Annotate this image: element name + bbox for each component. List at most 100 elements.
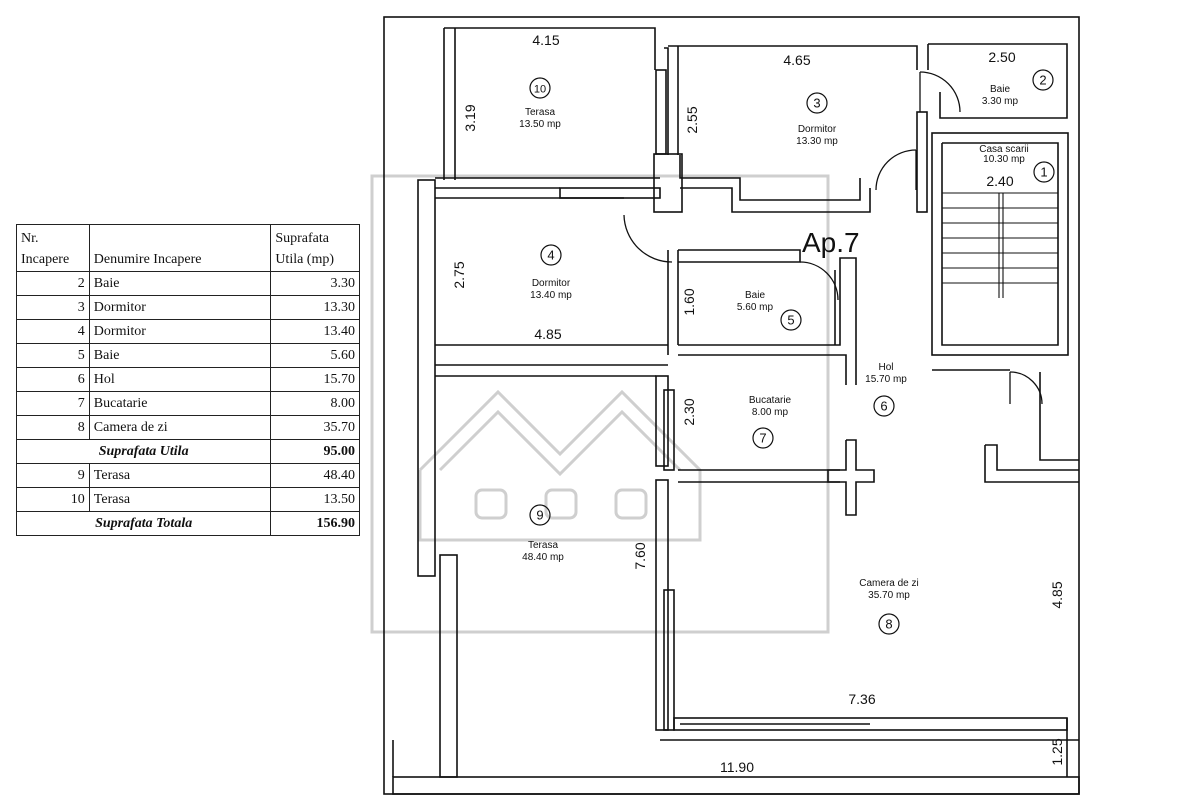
room-area: 35.70 mp xyxy=(868,590,910,601)
cell-area: 13.40 xyxy=(270,319,360,344)
header-area-line2: Utila (mp) xyxy=(275,252,335,267)
useful-total-value: 95.00 xyxy=(270,439,360,464)
room-number: 5 xyxy=(787,313,794,328)
room-number: 4 xyxy=(547,248,554,263)
room-number-circle xyxy=(873,395,895,417)
room-area: 13.40 mp xyxy=(530,290,572,301)
header-nr: Nr. Incapere xyxy=(16,224,90,272)
grand-total-value: 156.90 xyxy=(270,511,360,536)
cell-nr: 7 xyxy=(16,391,90,416)
cell-name: Dormitor xyxy=(88,295,272,320)
room-number-circle xyxy=(529,504,551,526)
cell-area: 8.00 xyxy=(270,391,360,416)
watermark-logo xyxy=(370,174,830,634)
area-table: Nr. Incapere Denumire Incapere Suprafata… xyxy=(15,224,360,536)
cell-area: 3.30 xyxy=(270,271,360,296)
room-name: Terasa xyxy=(525,107,555,118)
dimension-label: 4.85 xyxy=(1049,581,1065,608)
room-number-circle xyxy=(780,309,802,331)
walls xyxy=(383,16,1080,795)
dimension-label: 4.15 xyxy=(532,32,559,48)
room-number-circle xyxy=(540,244,562,266)
cell-name: Terasa xyxy=(88,463,272,488)
room-name: Hol xyxy=(878,362,893,373)
room-number-circle xyxy=(806,92,828,114)
room-number: 10 xyxy=(534,84,546,96)
dimension-label: 1.25 xyxy=(1049,738,1065,765)
room-name: Bucatarie xyxy=(749,395,792,406)
cell-area: 13.50 xyxy=(270,487,360,512)
cell-area: 15.70 xyxy=(270,367,360,392)
room-number: 9 xyxy=(536,508,543,523)
room-area: 15.70 mp xyxy=(865,374,907,385)
dimension-label: 2.55 xyxy=(684,106,700,133)
dimension-label: 3.19 xyxy=(462,104,478,131)
room-name: Dormitor xyxy=(532,278,571,289)
room-number: 3 xyxy=(813,96,820,111)
room-area: 13.30 mp xyxy=(796,136,838,147)
dimension-label: 7.60 xyxy=(632,542,648,569)
grand-total-row: Suprafata Totala 156.90 xyxy=(15,511,360,536)
header-area: Suprafata Utila (mp) xyxy=(270,224,360,272)
header-nr-line1: Nr. xyxy=(21,231,39,246)
cell-name: Terasa xyxy=(88,487,272,512)
cell-nr: 9 xyxy=(16,463,90,488)
room-area: 8.00 mp xyxy=(752,407,789,418)
room-name: Casa scarii xyxy=(979,144,1028,155)
room-number-circle xyxy=(878,613,900,635)
room-number-circle xyxy=(1033,161,1055,183)
header-name: Denumire Incapere xyxy=(88,224,272,272)
room-area: 48.40 mp xyxy=(522,552,564,563)
cell-name: Bucatarie xyxy=(88,391,272,416)
apartment-label: Ap.7 xyxy=(802,227,860,258)
useful-total-row: Suprafata Utila 95.00 xyxy=(15,439,360,464)
dimension-label: 2.50 xyxy=(988,49,1015,65)
table-header-row: Nr. Incapere Denumire Incapere Suprafata… xyxy=(16,224,360,272)
room-number: 8 xyxy=(885,617,892,632)
room-number-circle xyxy=(1032,69,1054,91)
room-number: 2 xyxy=(1039,73,1046,88)
header-area-line1: Suprafata xyxy=(275,231,329,246)
dimension-label: 1.60 xyxy=(681,288,697,315)
dimension-label: 2.75 xyxy=(451,261,467,288)
dimension-labels: 4.153.194.652.552.502.402.754.851.602.30… xyxy=(451,32,1065,775)
header-nr-line2: Incapere xyxy=(21,252,70,267)
cell-nr: 10 xyxy=(16,487,90,512)
room-name: Camera de zi xyxy=(859,578,918,589)
room-name: Baie xyxy=(990,84,1010,95)
room-name: Baie xyxy=(745,290,765,301)
dimension-label: 4.85 xyxy=(534,326,561,342)
room-number: 7 xyxy=(759,431,766,446)
dimension-label: 7.36 xyxy=(848,691,875,707)
room-area: 3.30 mp xyxy=(982,96,1019,107)
cell-name: Baie xyxy=(88,271,272,296)
grand-total-label: Suprafata Totala xyxy=(15,511,272,536)
dimension-label: 2.40 xyxy=(986,173,1013,189)
room-name: Terasa xyxy=(528,540,558,551)
dimension-label: 11.90 xyxy=(720,759,754,775)
room-number-circle xyxy=(752,427,774,449)
room-number: 6 xyxy=(880,399,887,414)
room-area: 13.50 mp xyxy=(519,119,561,130)
room-number-circle xyxy=(529,77,551,99)
dimension-label: 4.65 xyxy=(783,52,810,68)
